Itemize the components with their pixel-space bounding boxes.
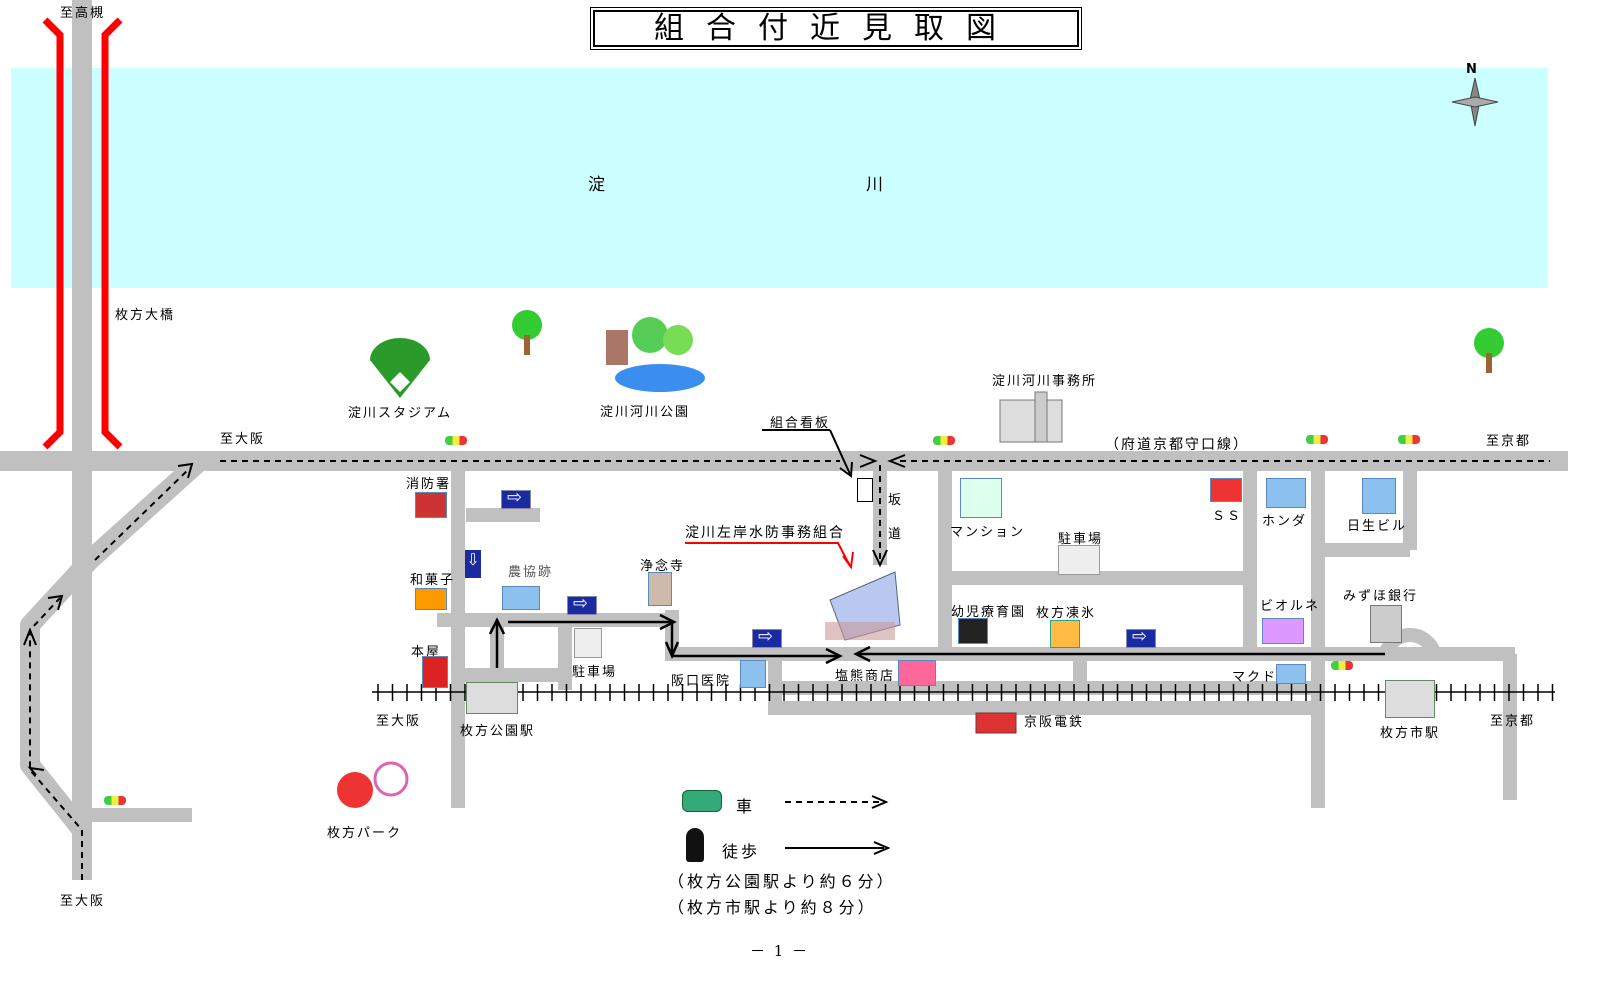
- mizuho-bank-icon: [1370, 605, 1402, 643]
- label-slope-1: 坂: [888, 493, 904, 508]
- label-nissei: 日生ビル: [1347, 519, 1408, 534]
- label-to-osaka-bottom: 至大阪: [60, 894, 106, 909]
- honda-building-icon: [1266, 478, 1306, 508]
- label-ss: ＳＳ: [1212, 509, 1243, 524]
- label-parking-1: 駐車場: [572, 665, 618, 680]
- one-way-sign-icon: [501, 487, 531, 509]
- label-to-osaka-top: 至大阪: [220, 432, 266, 447]
- label-river-office: 淀川河川事務所: [992, 374, 1098, 389]
- union-building-icon: [825, 571, 901, 641]
- label-mansion: マンション: [950, 525, 1026, 540]
- river-office-icon: [999, 391, 1063, 443]
- temple-icon: [648, 572, 672, 606]
- traffic-light-icon: [445, 436, 467, 445]
- label-mizuho: みずほ銀行: [1343, 589, 1419, 604]
- label-viorune: ビオルネ: [1260, 599, 1321, 614]
- label-union: 淀川左岸水防事務組合: [685, 525, 845, 541]
- label-slope-2: 道: [888, 527, 904, 542]
- legend-lines: [785, 795, 891, 855]
- tree-icon: [1474, 328, 1504, 373]
- viorune-icon: [1262, 618, 1304, 644]
- label-noukyo: 農協跡: [508, 565, 554, 580]
- tree-icon: [512, 310, 542, 355]
- parking-icon: [574, 628, 602, 658]
- label-to-kyoto-rail: 至京都: [1490, 714, 1536, 729]
- compass-icon: [1451, 77, 1499, 127]
- nissei-building-icon: [1362, 478, 1396, 514]
- label-youji: 幼児療育園: [951, 605, 1027, 620]
- label-touhyou: 枚方凍氷: [1036, 606, 1097, 621]
- traffic-light-icon: [104, 796, 126, 805]
- touhyou-house-icon: [1050, 620, 1080, 648]
- legend-walk-label: 徒歩: [722, 842, 761, 861]
- pedestrian-icon: [686, 828, 704, 862]
- noukyo-building-icon: [502, 586, 540, 610]
- label-hirakatakoen-station: 枚方公園駅: [460, 724, 536, 739]
- one-way-down-sign-icon: ⇩: [465, 550, 481, 578]
- map-title: 組合付近見取図: [590, 7, 1082, 50]
- traffic-light-icon: [933, 436, 955, 445]
- label-union-sign: 組合看板: [770, 416, 831, 431]
- hirakatashi-station-icon: [1385, 680, 1435, 718]
- wagashi-shop-icon: [415, 588, 447, 610]
- yodo-river: [11, 68, 1548, 288]
- car-route: [29, 460, 1550, 880]
- gas-station-icon: [1210, 478, 1242, 502]
- label-shiokuma: 塩熊商店: [835, 669, 896, 684]
- legend-note-shi: （枚方市駅より約８分）: [668, 898, 877, 917]
- one-way-sign-icon: [567, 593, 597, 615]
- mcdonalds-icon: [1276, 664, 1306, 684]
- clinic-icon: [740, 660, 766, 688]
- traffic-light-icon: [1398, 435, 1420, 444]
- label-to-kyoto-top: 至京都: [1486, 434, 1532, 449]
- compass-north-label: N: [1466, 62, 1479, 77]
- label-jonenji: 浄念寺: [640, 559, 686, 574]
- one-way-sign-icon: [1126, 626, 1156, 648]
- label-hirakata-park: 枚方パーク: [327, 826, 403, 841]
- label-to-takatsuki: 至高槻: [60, 6, 106, 21]
- stadium-icon: [370, 338, 430, 398]
- label-route-name: （府道京都守口線）: [1105, 437, 1249, 453]
- label-river-park: 淀川河川公園: [600, 405, 691, 420]
- label-fire-station: 消防署: [406, 477, 452, 492]
- fire-station-icon: [415, 492, 447, 518]
- label-to-osaka-rail: 至大阪: [376, 714, 422, 729]
- shiokuma-shop-icon: [898, 660, 936, 686]
- mansion-icon: [960, 478, 1002, 518]
- nursery-icon: [958, 618, 988, 644]
- label-parking-2: 駐車場: [1058, 532, 1104, 547]
- hirakatakoen-station-icon: [466, 682, 518, 714]
- bookstore-icon: [422, 656, 448, 688]
- river-label-1: 淀: [588, 175, 605, 195]
- hirakata-bridge: [42, 17, 123, 450]
- park-icon: [606, 317, 705, 392]
- label-honda: ホンダ: [1262, 514, 1308, 529]
- label-mac: マクド: [1232, 670, 1278, 685]
- label-hirakatashi-station: 枚方市駅: [1380, 726, 1441, 741]
- label-wagashi: 和菓子: [410, 573, 456, 588]
- one-way-sign-icon: [752, 626, 782, 648]
- walk-route: [488, 613, 1385, 668]
- label-hirakata-ohashi: 枚方大橋: [115, 308, 176, 323]
- legend-note-koen: （枚方公園駅より約６分）: [668, 872, 896, 891]
- page-number: － 1 －: [750, 942, 810, 960]
- hirakata-park-icon: [337, 761, 409, 808]
- legend-car-label: 車: [736, 797, 756, 816]
- label-stadium: 淀川スタジアム: [348, 406, 453, 421]
- label-sakaguchi: 阪口医院: [671, 674, 732, 689]
- union-pointer: [685, 542, 851, 567]
- traffic-light-icon: [1331, 661, 1353, 670]
- train-icon: [975, 712, 1017, 734]
- parking-icon: [1058, 545, 1100, 575]
- arrow-heads: [23, 429, 906, 776]
- river-label-2: 川: [866, 175, 883, 195]
- traffic-light-icon: [1306, 435, 1328, 444]
- union-sign-flag-icon: [857, 478, 873, 502]
- car-icon: [682, 790, 722, 812]
- label-keihan: 京阪電鉄: [1024, 715, 1085, 730]
